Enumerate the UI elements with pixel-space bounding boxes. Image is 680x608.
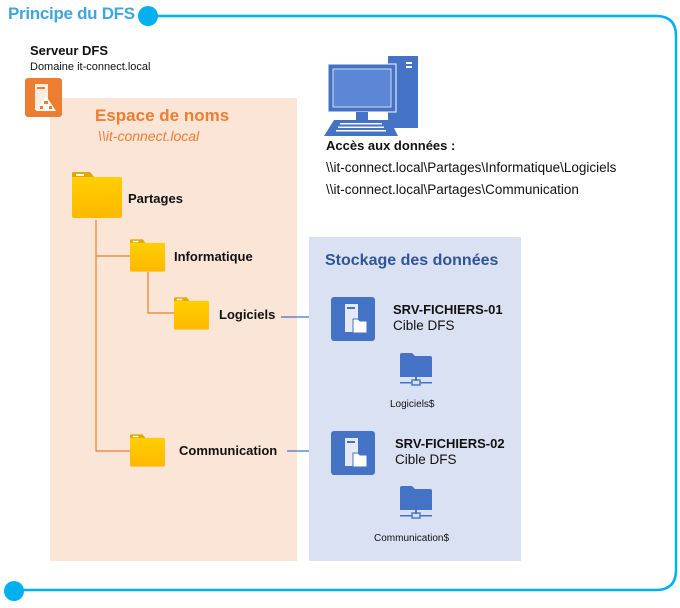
share-label-1: Logiciels$ bbox=[390, 399, 435, 410]
frame-bottom-dot bbox=[4, 581, 24, 601]
access-path-2: \\it-connect.local\Partages\Communicatio… bbox=[326, 182, 579, 197]
file-server-icon bbox=[331, 297, 375, 341]
storage-title: Stockage des données bbox=[325, 252, 499, 269]
namespace-path: \\it-connect.local bbox=[98, 128, 200, 144]
dfs-server-icon bbox=[25, 78, 62, 117]
server-name-2: SRV-FICHIERS-02 bbox=[395, 436, 505, 451]
server-role-2: Cible DFS bbox=[395, 452, 457, 467]
dfs-server-title: Serveur DFS bbox=[30, 43, 109, 58]
folder-icon-logiciels bbox=[174, 297, 209, 335]
share-label-2: Communication$ bbox=[374, 533, 450, 544]
folder-icon-communication bbox=[130, 434, 165, 472]
folder-icon-informatique bbox=[130, 239, 165, 277]
folder-icon-partages bbox=[72, 172, 122, 223]
access-title: Accès aux données : bbox=[326, 138, 456, 153]
dfs-server-domain: Domaine it-connect.local bbox=[30, 61, 151, 73]
computer-icon bbox=[324, 54, 420, 143]
folder-label-communication: Communication bbox=[179, 443, 278, 458]
network-share-icon bbox=[396, 484, 436, 525]
folder-label-logiciels: Logiciels bbox=[219, 307, 276, 322]
file-server-icon bbox=[331, 431, 375, 475]
server-name-1: SRV-FICHIERS-01 bbox=[393, 302, 503, 317]
folder-label-partages: Partages bbox=[128, 191, 183, 206]
server-role-1: Cible DFS bbox=[393, 318, 455, 333]
frame-top-dot bbox=[138, 6, 158, 26]
access-path-1: \\it-connect.local\Partages\Informatique… bbox=[326, 160, 617, 175]
diagram-title: Principe du DFS bbox=[8, 4, 135, 23]
folder-label-informatique: Informatique bbox=[174, 249, 253, 264]
namespace-title: Espace de noms bbox=[95, 106, 230, 125]
network-share-icon bbox=[396, 351, 436, 392]
